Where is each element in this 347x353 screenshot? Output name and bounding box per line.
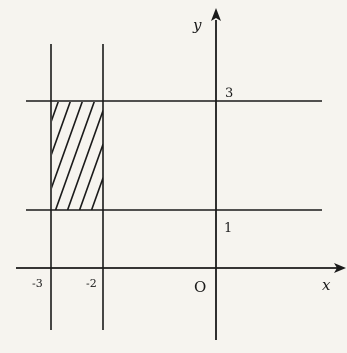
origin-label: O bbox=[194, 278, 206, 296]
tick-label-x-minus-2: -2 bbox=[86, 277, 97, 290]
tick-label-x-minus-3: -3 bbox=[32, 277, 43, 290]
y-axis-label: y bbox=[192, 16, 202, 34]
y-axis-arrow-icon bbox=[211, 8, 221, 21]
x-axis-label: x bbox=[322, 276, 331, 294]
shaded-region bbox=[52, 102, 103, 210]
x-axis-arrow-icon bbox=[334, 263, 346, 273]
tick-label-y-1: 1 bbox=[224, 221, 232, 236]
tick-label-y-3: 3 bbox=[225, 86, 233, 101]
